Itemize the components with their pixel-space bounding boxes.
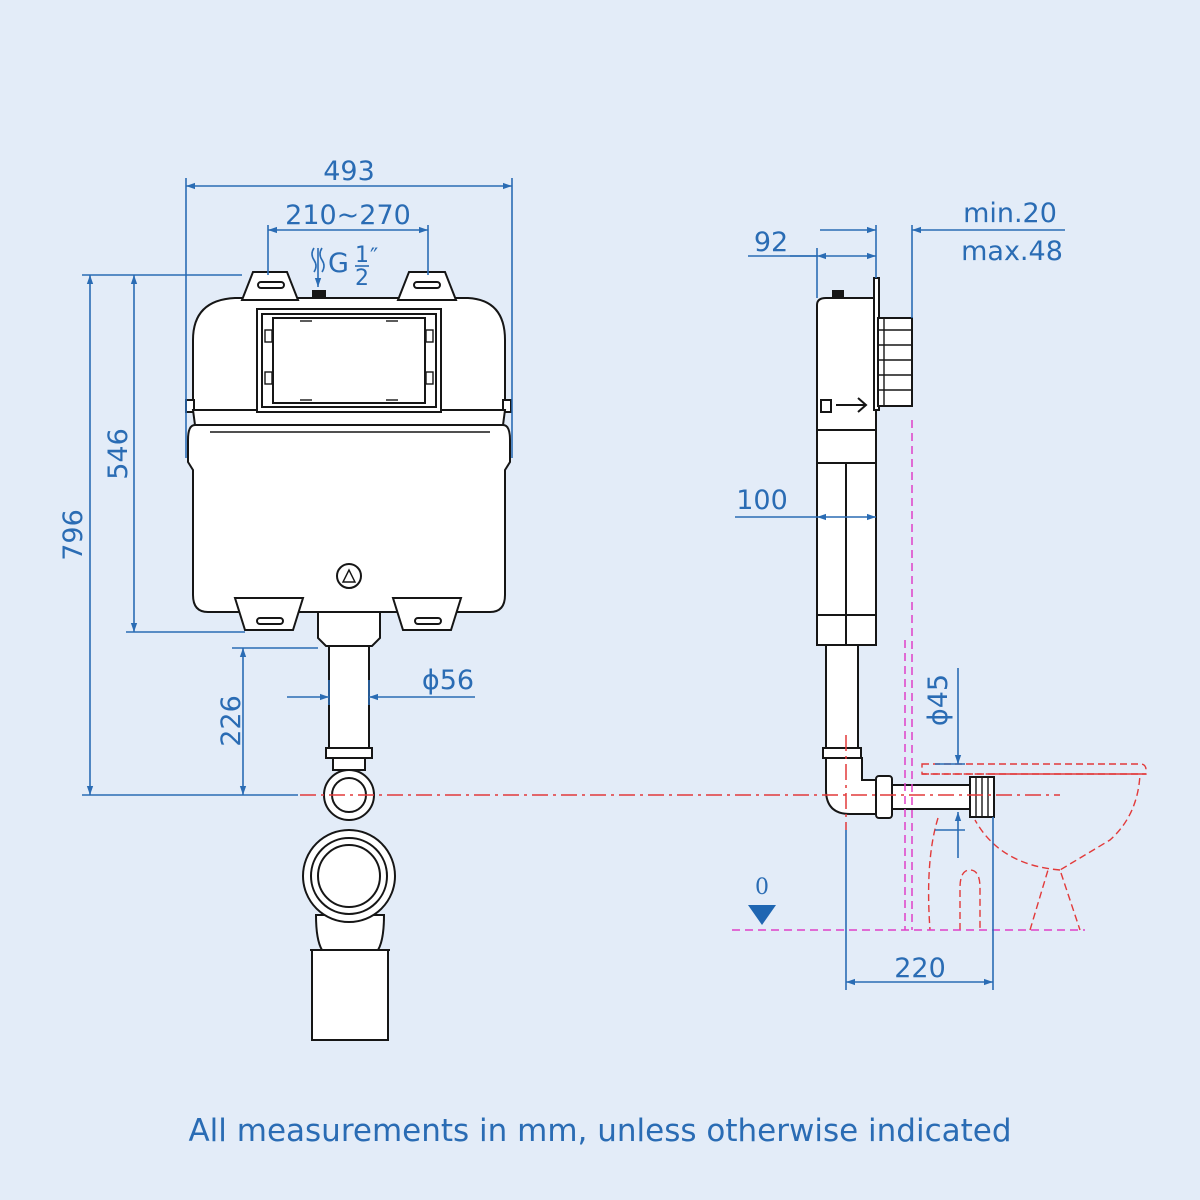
dim-pipe-depth: 100 [736, 485, 788, 516]
dim-wall-gap-min: min.20 [963, 198, 1057, 229]
water-inlet [312, 290, 326, 299]
floor-level-label: 0 [755, 875, 769, 900]
flush-plate-opening [272, 317, 426, 404]
dim-height-total: 796 [58, 509, 89, 561]
dim-side-depth: 92 [754, 227, 788, 258]
dim-outlet-diameter: ϕ56 [422, 665, 474, 696]
inlet-thread-inch-mark: ″ [370, 245, 378, 270]
pipe-collar-inner [332, 757, 366, 771]
side-inlet-knob [832, 290, 844, 299]
side-flush-pipe [825, 644, 859, 751]
inlet-thread-label: G [328, 248, 349, 279]
pipe-collar [325, 747, 373, 759]
side-pipe-union [875, 775, 893, 819]
front-view: 493 210~270 G 1 2 ″ 796 546 226 ϕ56 [58, 156, 513, 1041]
pan-connector-front [302, 829, 396, 1041]
toilet-pan-outline [921, 763, 1147, 931]
bottom-bracket-left [233, 597, 305, 631]
side-view: 0 92 min.20 max.48 100 ϕ45 220 [300, 198, 1147, 990]
inlet-thread-numerator: 1 [355, 243, 369, 268]
flush-pipe [328, 645, 370, 751]
measurement-caption: All measurements in mm, unless otherwise… [188, 1113, 1012, 1149]
recycle-icon [336, 563, 362, 589]
top-bracket-right [396, 271, 458, 301]
dim-pan-connector-diameter: ϕ45 [923, 674, 954, 726]
side-clip [820, 399, 832, 413]
water-inlet-wave-icon [311, 247, 325, 273]
side-clip-right [502, 399, 512, 413]
side-pipe-collar [822, 747, 862, 759]
pan-connector [891, 784, 971, 810]
outlet-neck [317, 611, 381, 647]
dim-pan-offset: 220 [894, 953, 946, 984]
dim-height-outlet: 226 [216, 695, 247, 747]
cistern-lower-body [187, 424, 511, 613]
dim-bracket-spacing: 210~270 [285, 200, 411, 231]
floor-level-marker-icon [748, 905, 776, 925]
bottom-bracket-right [391, 597, 463, 631]
top-bracket-left [240, 271, 300, 301]
dim-width-total: 493 [323, 156, 375, 187]
dim-wall-gap-max: max.48 [961, 236, 1063, 267]
flush-plate-side [877, 317, 913, 407]
dim-height-cistern: 546 [103, 428, 134, 480]
inlet-thread-denominator: 2 [355, 266, 369, 291]
